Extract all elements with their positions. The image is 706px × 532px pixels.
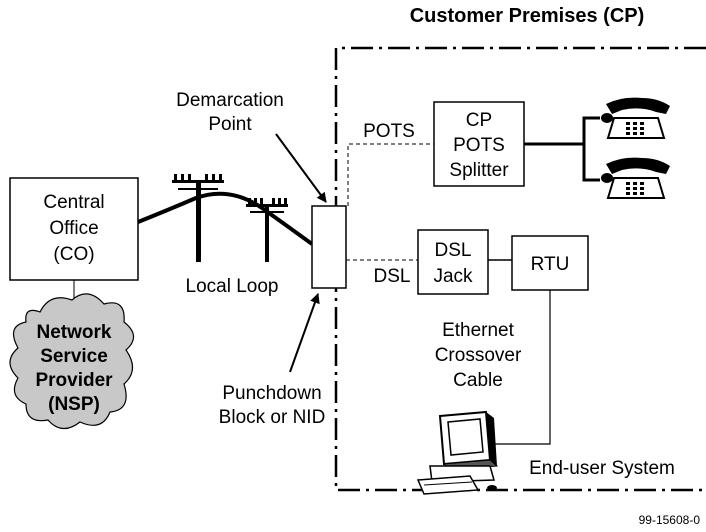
splitter-line-3: Splitter — [449, 160, 509, 181]
pots-line — [347, 143, 434, 206]
customer-premises-boundary — [334, 46, 706, 492]
computer-icon — [416, 410, 499, 495]
nsp-line-3: Provider — [35, 370, 113, 391]
local-loop-label: Local Loop — [186, 276, 279, 297]
demarcation-label-2: Point — [208, 114, 252, 135]
dsl-jack-line-2: Jack — [433, 266, 473, 287]
dsl-jack-line-1: DSL — [435, 240, 472, 261]
central-office-line-3: (CO) — [53, 244, 94, 265]
pots-label: POTS — [363, 121, 415, 142]
rtu-node: RTU — [511, 235, 589, 291]
nsp-line-4: (NSP) — [48, 394, 100, 415]
page-title: Customer Premises (CP) — [410, 5, 645, 27]
rtu-label: RTU — [531, 254, 570, 275]
telephone-icon — [601, 157, 670, 199]
punchdown-arrow — [289, 293, 320, 373]
nsp-line-1: Network — [37, 322, 112, 343]
utility-pole-icon — [172, 174, 224, 262]
phone-wiring — [524, 116, 600, 182]
utility-pole-icon — [246, 198, 288, 262]
punchdown-block — [311, 205, 347, 289]
nsp-line-2: Service — [40, 346, 108, 367]
demarcation-label-1: Demarcation — [176, 90, 284, 111]
end-user-label: End-user System — [529, 458, 675, 479]
splitter-line-1: CP — [466, 110, 492, 131]
central-office-node: Central Office (CO) — [9, 177, 139, 281]
telephone-icon — [601, 97, 670, 139]
local-loop-cable — [137, 191, 314, 246]
ethernet-label-1: Ethernet — [442, 320, 515, 341]
demarcation-arrow — [275, 133, 327, 203]
ethernet-label-3: Cable — [453, 370, 503, 391]
dsl-label: DSL — [374, 266, 411, 287]
cloud-shape — [9, 293, 135, 430]
cp-pots-splitter-node: CP POTS Splitter — [433, 101, 525, 187]
punchdown-label-2: Block or NID — [219, 407, 326, 428]
nsp-cloud-node: Network Service Provider (NSP) — [9, 293, 135, 430]
figure-id: 99-15608-0 — [639, 513, 701, 527]
central-office-line-1: Central — [43, 192, 104, 213]
central-office-line-2: Office — [49, 218, 98, 239]
splitter-line-2: POTS — [453, 135, 505, 156]
dsl-jack-node: DSL Jack — [417, 229, 489, 295]
ethernet-cable — [490, 290, 551, 445]
ethernet-label-2: Crossover — [435, 345, 522, 366]
punchdown-label-1: Punchdown — [222, 383, 321, 404]
